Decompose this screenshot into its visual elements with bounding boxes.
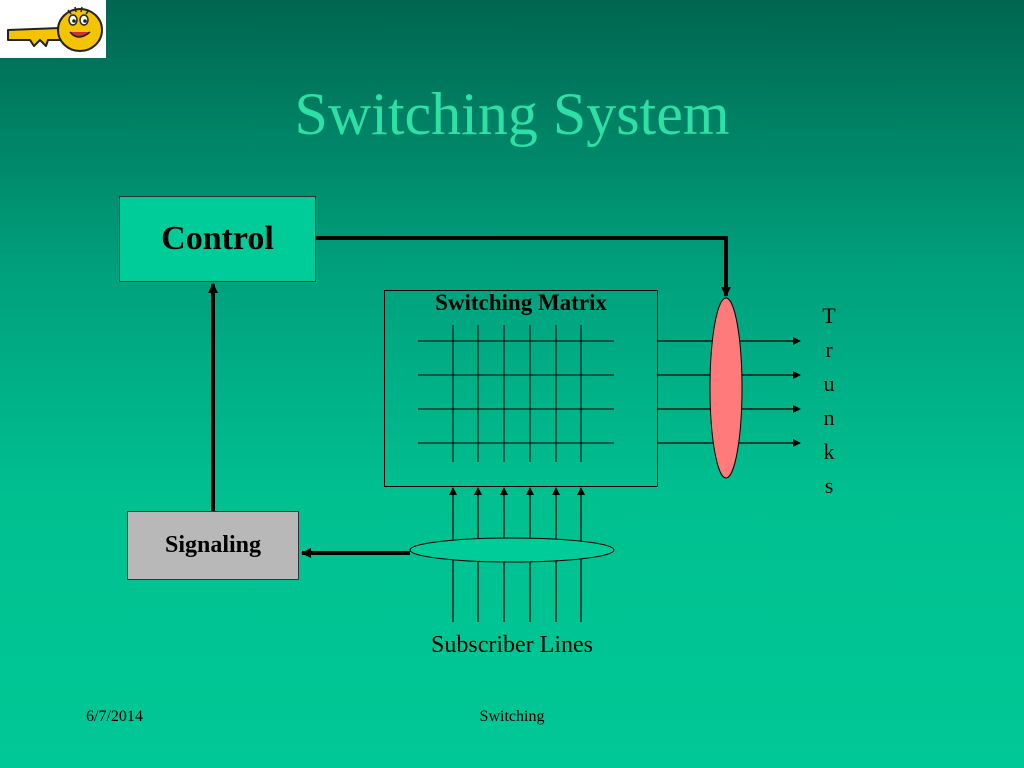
trunks-letter: k [823,439,835,464]
signaling-box: Signaling [127,511,299,580]
footer-date: 6/7/2014 [86,708,143,725]
trunks-letter: u [823,371,835,396]
switching-matrix-label: Switching Matrix [435,290,607,315]
trunks-letter: n [823,405,835,430]
subscriber-line-group-ellipse [409,537,615,563]
trunks-letter: s [824,473,834,498]
key-logo-icon [0,0,106,58]
switching-matrix-box [384,290,658,487]
matrix-grid [418,325,614,462]
control-to-trunks-arrow [316,236,731,297]
trunks-letter: T [822,303,836,328]
subscriber-lines-label: Subscriber Lines [431,632,593,658]
trunks-label: T r u n k s [814,299,844,503]
slide-title: Switching System [294,81,730,147]
control-box: Control [119,196,316,282]
trunk-group-ellipse [709,297,743,479]
trunks-letter: r [825,337,833,362]
footer-title: Switching [479,708,545,725]
